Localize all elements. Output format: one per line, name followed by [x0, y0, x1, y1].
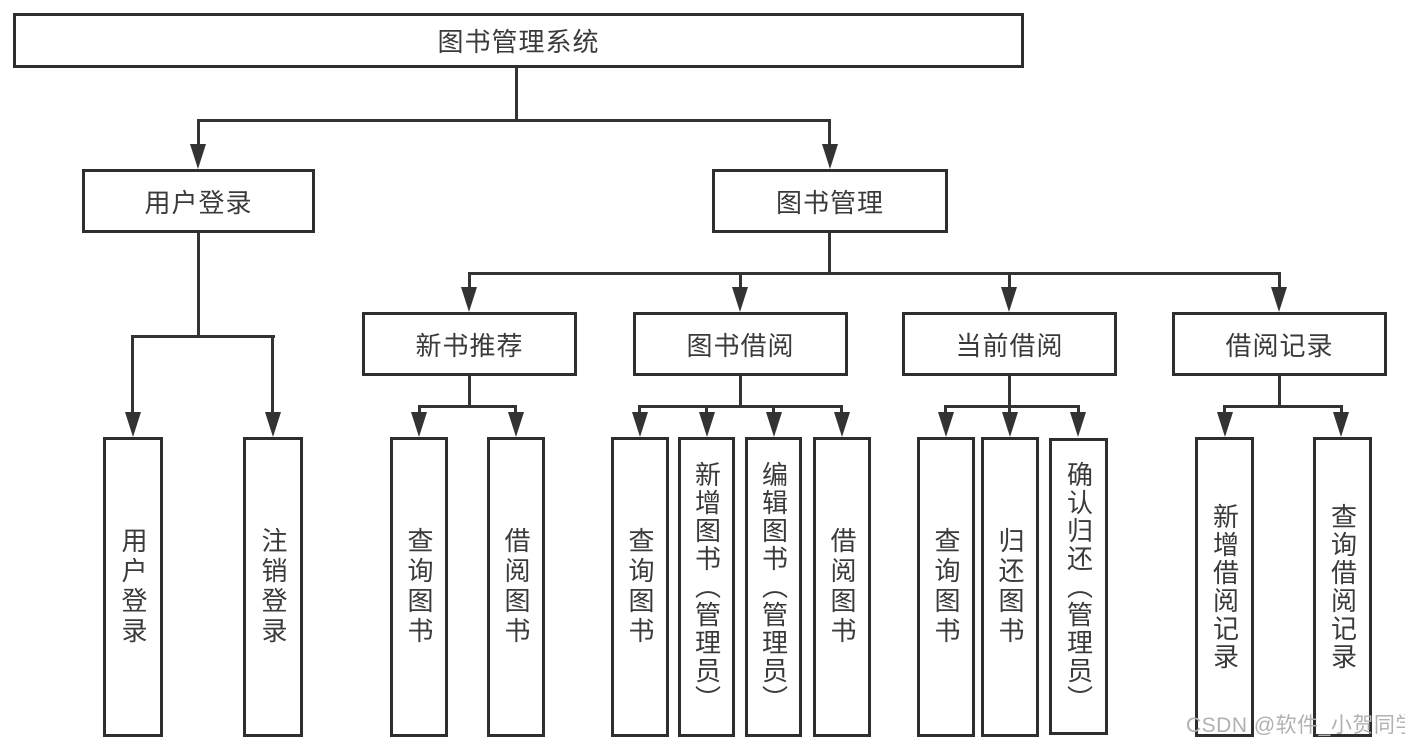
connector-vline — [1278, 272, 1281, 287]
connector-vline — [418, 405, 421, 413]
arrowhead-down — [265, 412, 281, 437]
leaf-query-books-current: 查询图书 — [917, 437, 975, 737]
leaf-add-borrow-record: 新增借阅记录 — [1195, 437, 1254, 737]
connector-hline — [197, 119, 831, 122]
arrowhead-down — [1070, 412, 1086, 437]
connector-vline — [828, 119, 831, 144]
connector-vline — [840, 405, 843, 413]
leaf-return-books: 归还图书 — [981, 437, 1039, 737]
arrowhead-down — [1333, 412, 1349, 437]
connector-hline — [131, 335, 275, 338]
leaf-confirm-return-admin: 确认归还（管理员） — [1049, 438, 1108, 735]
connector-vline — [468, 376, 471, 405]
arrowhead-down — [411, 412, 427, 437]
node-current-borrowing: 当前借阅 — [902, 312, 1117, 376]
connector-vline — [131, 335, 134, 412]
connector-vline — [1008, 376, 1011, 405]
connector-vline — [1340, 405, 1343, 413]
connector-vline — [197, 233, 200, 335]
arrowhead-down — [699, 412, 715, 437]
node-user-login: 用户登录 — [82, 169, 315, 233]
leaf-query-books-borrow: 查询图书 — [611, 437, 669, 737]
arrowhead-down — [732, 287, 748, 312]
arrowhead-down — [125, 412, 141, 437]
connector-vline — [468, 272, 471, 287]
leaf-edit-book-admin: 编辑图书（管理员） — [745, 437, 802, 737]
connector-vline — [772, 405, 775, 413]
connector-vline — [271, 335, 274, 412]
node-book-management-system: 图书管理系统 — [13, 13, 1024, 68]
leaf-query-books-recommend: 查询图书 — [390, 437, 448, 737]
connector-hline — [639, 405, 843, 408]
leaf-query-borrow-record: 查询借阅记录 — [1313, 437, 1372, 737]
leaf-logout: 注销登录 — [243, 437, 303, 737]
arrowhead-down — [834, 412, 850, 437]
connector-hline — [468, 272, 1281, 275]
node-borrowing-records: 借阅记录 — [1172, 312, 1387, 376]
connector-hline — [418, 405, 517, 408]
connector-vline — [515, 68, 518, 119]
connector-vline — [197, 119, 200, 144]
arrowhead-down — [938, 412, 954, 437]
arrowhead-down — [1271, 287, 1287, 312]
connector-vline — [1077, 405, 1080, 413]
connector-vline — [944, 405, 947, 413]
leaf-borrow-books-recommend: 借阅图书 — [487, 437, 545, 737]
watermark: CSDN @软件_小贺同学 — [1186, 714, 1405, 737]
arrowhead-down — [508, 412, 524, 437]
arrowhead-down — [461, 287, 477, 312]
node-book-management: 图书管理 — [712, 169, 948, 233]
arrowhead-down — [632, 412, 648, 437]
connector-hline — [1224, 405, 1343, 408]
leaf-add-book-admin: 新增图书（管理员） — [678, 437, 735, 737]
connector-vline — [514, 405, 517, 413]
connector-vline — [828, 233, 831, 272]
arrowhead-down — [766, 412, 782, 437]
arrowhead-down — [1002, 412, 1018, 437]
connector-vline — [1008, 405, 1011, 413]
arrowhead-down — [822, 144, 838, 169]
node-book-borrowing: 图书借阅 — [633, 312, 848, 376]
arrowhead-down — [190, 144, 206, 169]
connector-vline — [705, 405, 708, 413]
connector-vline — [638, 405, 641, 413]
connector-vline — [1278, 376, 1281, 405]
arrowhead-down — [1217, 412, 1233, 437]
arrowhead-down — [1001, 287, 1017, 312]
connector-vline — [739, 272, 742, 287]
node-new-book-recommendation: 新书推荐 — [362, 312, 577, 376]
leaf-user-login: 用户登录 — [103, 437, 163, 737]
leaf-borrow-books-borrow: 借阅图书 — [813, 437, 871, 737]
connector-vline — [1223, 405, 1226, 413]
connector-vline — [1008, 272, 1011, 287]
connector-hline — [945, 405, 1080, 408]
connector-vline — [739, 376, 742, 405]
